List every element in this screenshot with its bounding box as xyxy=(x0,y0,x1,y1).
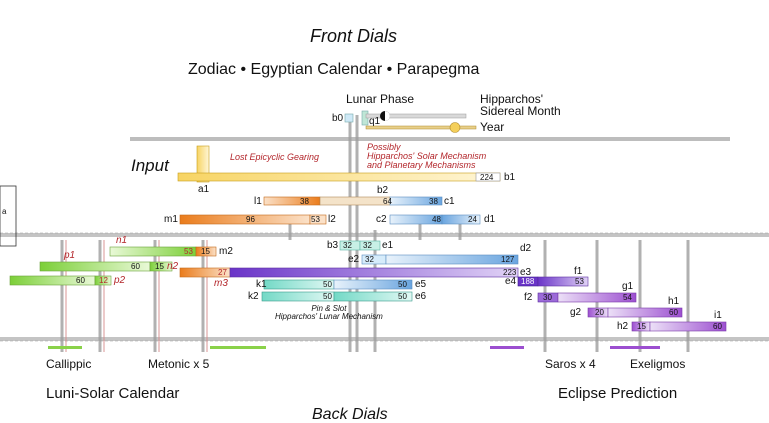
eclipse-prediction-label: Eclipse Prediction xyxy=(558,385,678,402)
gear-label-b2: b2 xyxy=(377,185,389,196)
gear-label-b0: b0 xyxy=(332,113,344,124)
gear-label-h1: h1 xyxy=(668,296,680,307)
teeth-e5: 50 xyxy=(398,280,407,289)
gear-label-g2: g2 xyxy=(570,307,582,318)
teeth-e1: 32 xyxy=(363,241,372,250)
teeth-c1: 38 xyxy=(429,197,438,206)
teeth-e2: 32 xyxy=(365,255,374,264)
gear-label-h2: h2 xyxy=(617,321,629,332)
saros-label: Saros x 4 xyxy=(545,357,596,371)
gear-label-n2: n2 xyxy=(167,261,179,272)
gear-label-e4: e4 xyxy=(505,276,517,287)
teeth-b2: 64 xyxy=(383,197,392,206)
teeth-g1: 54 xyxy=(623,293,632,302)
metonic-label: Metonic x 5 xyxy=(148,357,210,371)
gear-label-i1: i1 xyxy=(714,310,722,321)
shafts xyxy=(60,115,690,352)
teeth-m3: 27 xyxy=(218,268,227,277)
pin-slot-note: Pin & Slot Hipparchos' Lunar Mechanism xyxy=(275,304,383,322)
gear-label-f1: f1 xyxy=(574,266,583,277)
callippic-label: Callippic xyxy=(46,357,92,371)
teeth-n1: 53 xyxy=(184,247,193,256)
gear-label-p1: p1 xyxy=(64,250,76,261)
teeth-n2: 15 xyxy=(155,262,164,271)
teeth-p2: 12 xyxy=(99,276,108,285)
teeth-k2: 50 xyxy=(323,292,332,301)
gear-label-m3: m3 xyxy=(214,278,228,289)
exeligmos-label: Exeligmos xyxy=(630,357,686,371)
input-label: Input xyxy=(131,156,169,175)
teeth-d1: 24 xyxy=(468,215,477,224)
year-label: Year xyxy=(480,120,505,134)
teeth-m1: 96 xyxy=(246,215,255,224)
teeth-e6: 50 xyxy=(398,292,407,301)
left-edge-label: a xyxy=(2,207,7,216)
teeth-g2: 20 xyxy=(595,308,604,317)
gear-label-c1: c1 xyxy=(444,196,455,207)
teeth-h1: 60 xyxy=(669,308,678,317)
gear-label-m2: m2 xyxy=(219,246,233,257)
teeth-l2: 53 xyxy=(311,215,320,224)
gear-label-k2: k2 xyxy=(248,291,259,302)
lost-epicyclic-note: Lost Epicyclic Gearing xyxy=(230,152,320,162)
teeth-p1: 60 xyxy=(131,262,140,271)
left-edge-box xyxy=(0,185,17,247)
front-dials-title: Front Dials xyxy=(310,26,398,46)
gear-label-d2: d2 xyxy=(520,243,532,254)
gear-label-e3: e3 xyxy=(520,267,532,278)
lunar-phase-label: Lunar Phase xyxy=(346,92,415,106)
gear-label-f2: f2 xyxy=(524,292,533,303)
teeth-h2: 15 xyxy=(637,322,646,331)
teeth-c2: 48 xyxy=(432,215,441,224)
pointer-shafts xyxy=(344,110,477,133)
teeth-e4: 188 xyxy=(521,277,535,286)
gear-label-a1: a1 xyxy=(198,184,210,195)
luni-solar-calendar-label: Luni-Solar Calendar xyxy=(46,385,180,402)
gear-label-p2: p2 xyxy=(114,275,126,286)
teeth-l1: 38 xyxy=(300,197,309,206)
front-dials-subtitle: Zodiac • Egyptian Calendar • Parapegma xyxy=(188,61,480,78)
bottom-dial-markers xyxy=(48,346,660,349)
teeth-e3: 223 xyxy=(503,268,517,277)
possibly-solar-note: Possibly Hipparchos' Solar Mechanism and… xyxy=(367,142,487,170)
teeth-i1: 60 xyxy=(713,322,722,331)
teeth-p2-left: 60 xyxy=(76,276,85,285)
gear-label-b3: b3 xyxy=(327,240,339,251)
gear-label-n1: n1 xyxy=(116,235,128,246)
gear-label-e6: e6 xyxy=(415,291,427,302)
teeth-d2: 127 xyxy=(501,255,515,264)
gear-label-l1: l1 xyxy=(254,196,262,207)
teeth-b1: 224 xyxy=(480,173,494,182)
gear-label-d1: d1 xyxy=(484,214,496,225)
gear-label-c2: c2 xyxy=(376,214,387,225)
gear-label-g1: g1 xyxy=(622,281,634,292)
teeth-f1: 53 xyxy=(575,277,584,286)
gear-label-k1: k1 xyxy=(256,279,267,290)
gear-label-m1: m1 xyxy=(164,214,178,225)
gear-label-e1: e1 xyxy=(382,240,394,251)
gear-label-b1: b1 xyxy=(504,172,516,183)
gear-bars xyxy=(9,172,727,332)
back-dials-title: Back Dials xyxy=(312,406,388,423)
teeth-k1: 50 xyxy=(323,280,332,289)
gear-label-e2: e2 xyxy=(348,254,360,265)
gear-label-l2: l2 xyxy=(328,214,336,225)
teeth-m2: 15 xyxy=(201,247,210,256)
gear-label-q1: q1 xyxy=(369,116,381,127)
hipparchos-sidereal-label: Hipparchos' Sidereal Month xyxy=(480,92,561,118)
teeth-f2: 30 xyxy=(543,293,552,302)
teeth-b3: 32 xyxy=(343,241,352,250)
gear-label-e5: e5 xyxy=(415,279,427,290)
